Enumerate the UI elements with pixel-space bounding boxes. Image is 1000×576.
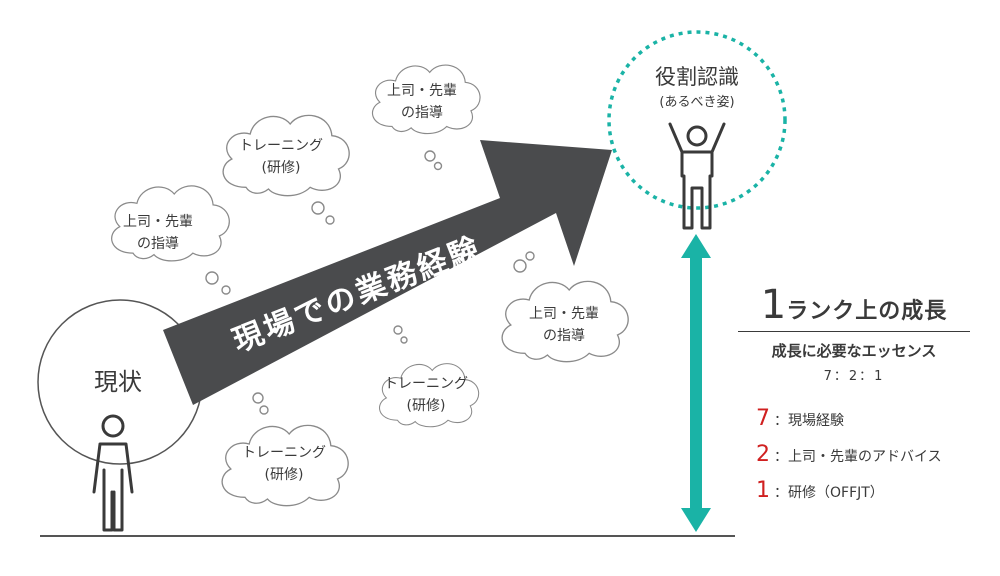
cloud-text: トレーニング [239,138,323,154]
item-text: ：現場経験 [774,413,844,429]
growth-panel: 1 ランク上の成長 成長に必要なエッセンス 7：2：1 7 ：現場経験 2 ：上… [738,283,970,514]
item-number: 1 [756,478,770,503]
cloud-text: トレーニング [242,445,326,461]
cloud-guidance-2: 上司・先輩 の指導 [371,64,481,171]
cloud-text: 上司・先輩 [123,214,193,230]
cloud-training-2: 上司・先輩 の指導 [501,251,629,363]
item-text: ：上司・先輩のアドバイス [774,449,942,465]
rank-title: 1 ランク上の成長 [738,283,970,327]
current-person-icon [92,414,134,532]
cloud-text: 上司・先輩 [529,306,599,322]
essence-heading: 成長に必要なエッセンス [771,342,937,360]
current-label: 現状 [94,368,142,396]
cloud-text: 上司・先輩 [387,83,457,99]
cloud-text: の指導 [137,236,179,252]
list-item: 7 ：現場経験 [756,406,970,442]
rank-label: ランク上の成長 [786,299,948,324]
item-number: 7 [756,406,770,431]
goal-person-icon [668,122,726,230]
cloud-text: の指導 [401,105,443,121]
cloud-text: (研修) [265,467,304,483]
list-item: 2 ：上司・先輩のアドバイス [756,442,970,478]
cloud-text: (研修) [262,160,301,176]
cloud-guidance-3: トレーニング (研修) [378,325,480,428]
cloud-training-1: トレーニング (研修) [222,114,350,225]
item-number: 2 [756,442,770,467]
list-item: 1 ：研修（OFFJT） [756,478,970,514]
cloud-training-3: トレーニング (研修) [221,392,349,507]
cloud-text: (研修) [407,398,446,414]
goal-circle [607,30,787,210]
growth-double-arrow [681,234,711,532]
ratio-text: 7：2：1 [823,369,885,384]
goal-title: 役割認識 [655,65,739,89]
cloud-guidance-1: 上司・先輩 の指導 [110,185,231,295]
cloud-text: の指導 [543,328,585,344]
divider [738,331,970,332]
experience-arrow [163,140,612,405]
rank-number: 1 [760,282,787,328]
essence-list: 7 ：現場経験 2 ：上司・先輩のアドバイス 1 ：研修（OFFJT） [738,406,970,514]
goal-subtitle: (あるべき姿) [659,94,734,110]
item-text: ：研修（OFFJT） [774,485,884,501]
cloud-text: トレーニング [384,376,468,392]
